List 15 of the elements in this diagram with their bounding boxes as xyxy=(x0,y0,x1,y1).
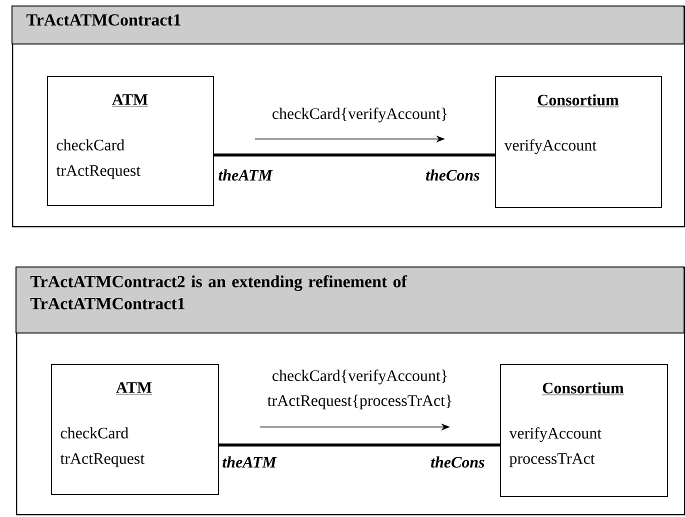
frame-heading: TrActATMContract2 is an extending refinement of TrActATMContract1 xyxy=(30,275,408,310)
message-label: checkCard{verifyAccount} xyxy=(272,108,447,122)
class-box: Consortium verifyAccount processTrAct xyxy=(500,364,668,497)
role-name: theATM xyxy=(218,169,273,181)
association-line xyxy=(219,444,500,446)
role-name: theCons xyxy=(426,169,480,181)
role-name: theATM xyxy=(222,456,277,468)
association-line xyxy=(214,154,495,156)
class-box: ATM checkCard trActRequest xyxy=(47,76,214,206)
class-box: ATM checkCard trActRequest xyxy=(51,364,219,495)
message-label: checkCard{verifyAccount} xyxy=(272,370,447,384)
frame-heading: TrActATMContract1 xyxy=(26,14,180,26)
message-label: trActRequest{processTrAct} xyxy=(267,394,452,410)
role-name: theCons xyxy=(431,456,484,468)
class-box: Consortium verifyAccount xyxy=(495,76,662,208)
